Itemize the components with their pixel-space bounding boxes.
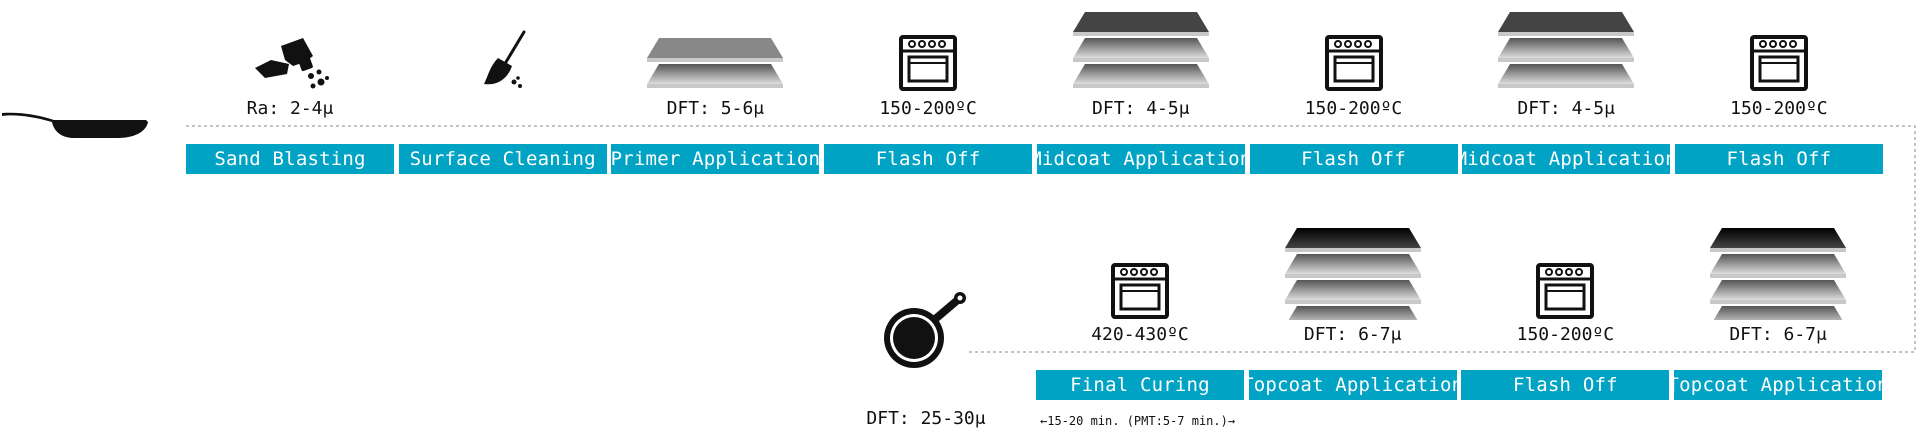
layers-icon — [1071, 8, 1211, 96]
process-step: Final Curing — [1036, 370, 1244, 400]
layers-icon — [1708, 224, 1848, 330]
step-value-label: Ra: 2-4μ — [246, 98, 334, 119]
step-value-label: DFT: 4-5μ — [1092, 98, 1190, 119]
layers-icon — [1283, 224, 1423, 330]
step-value-label: 150-200ºC — [1304, 98, 1403, 119]
step-value-label: 150-200ºC — [1516, 324, 1615, 345]
layers-icon — [645, 34, 785, 96]
process-step: Midcoat Application — [1462, 144, 1671, 174]
step-value-label: DFT: 6-7μ — [1303, 324, 1402, 345]
process-step: Surface Cleaning — [398, 144, 607, 174]
oven-icon — [1324, 34, 1384, 96]
step-value-label: 420-430ºC — [1091, 324, 1189, 345]
step-value-label: 150-200ºC — [879, 98, 977, 119]
layers-icon — [1496, 8, 1636, 96]
oven-icon — [1110, 262, 1170, 324]
sandblast-gun-icon — [247, 32, 333, 96]
step-value-label: DFT: 4-5μ — [1517, 98, 1615, 119]
coated-pan-icon — [884, 292, 966, 368]
process-step: Flash Off — [1461, 370, 1670, 400]
step-value-label: DFT: 6-7μ — [1729, 324, 1827, 345]
process-step: Midcoat Application — [1036, 144, 1245, 174]
oven-icon — [898, 34, 958, 96]
final-dft-label: DFT: 25-30μ — [866, 408, 986, 429]
process-step: Flash Off — [824, 144, 1033, 174]
oven-icon — [1749, 34, 1809, 96]
process-step: Topcoat Application — [1248, 370, 1457, 400]
step-value-label: DFT: 5-6μ — [666, 98, 765, 119]
oven-icon — [1535, 262, 1595, 324]
timing-note: ←15-20 min. (PMT:5-7 min.)→ — [1040, 414, 1236, 428]
step-value-label: 150-200ºC — [1730, 98, 1828, 119]
process-step: Primer Application — [611, 144, 820, 174]
broom-icon — [468, 28, 538, 96]
connector-path — [186, 125, 1916, 353]
frying-pan-icon — [2, 112, 148, 138]
process-step: Topcoat Application — [1674, 370, 1883, 400]
process-step: Flash Off — [1674, 144, 1883, 174]
process-step: Sand Blasting — [186, 144, 394, 174]
process-step: Flash Off — [1249, 144, 1458, 174]
